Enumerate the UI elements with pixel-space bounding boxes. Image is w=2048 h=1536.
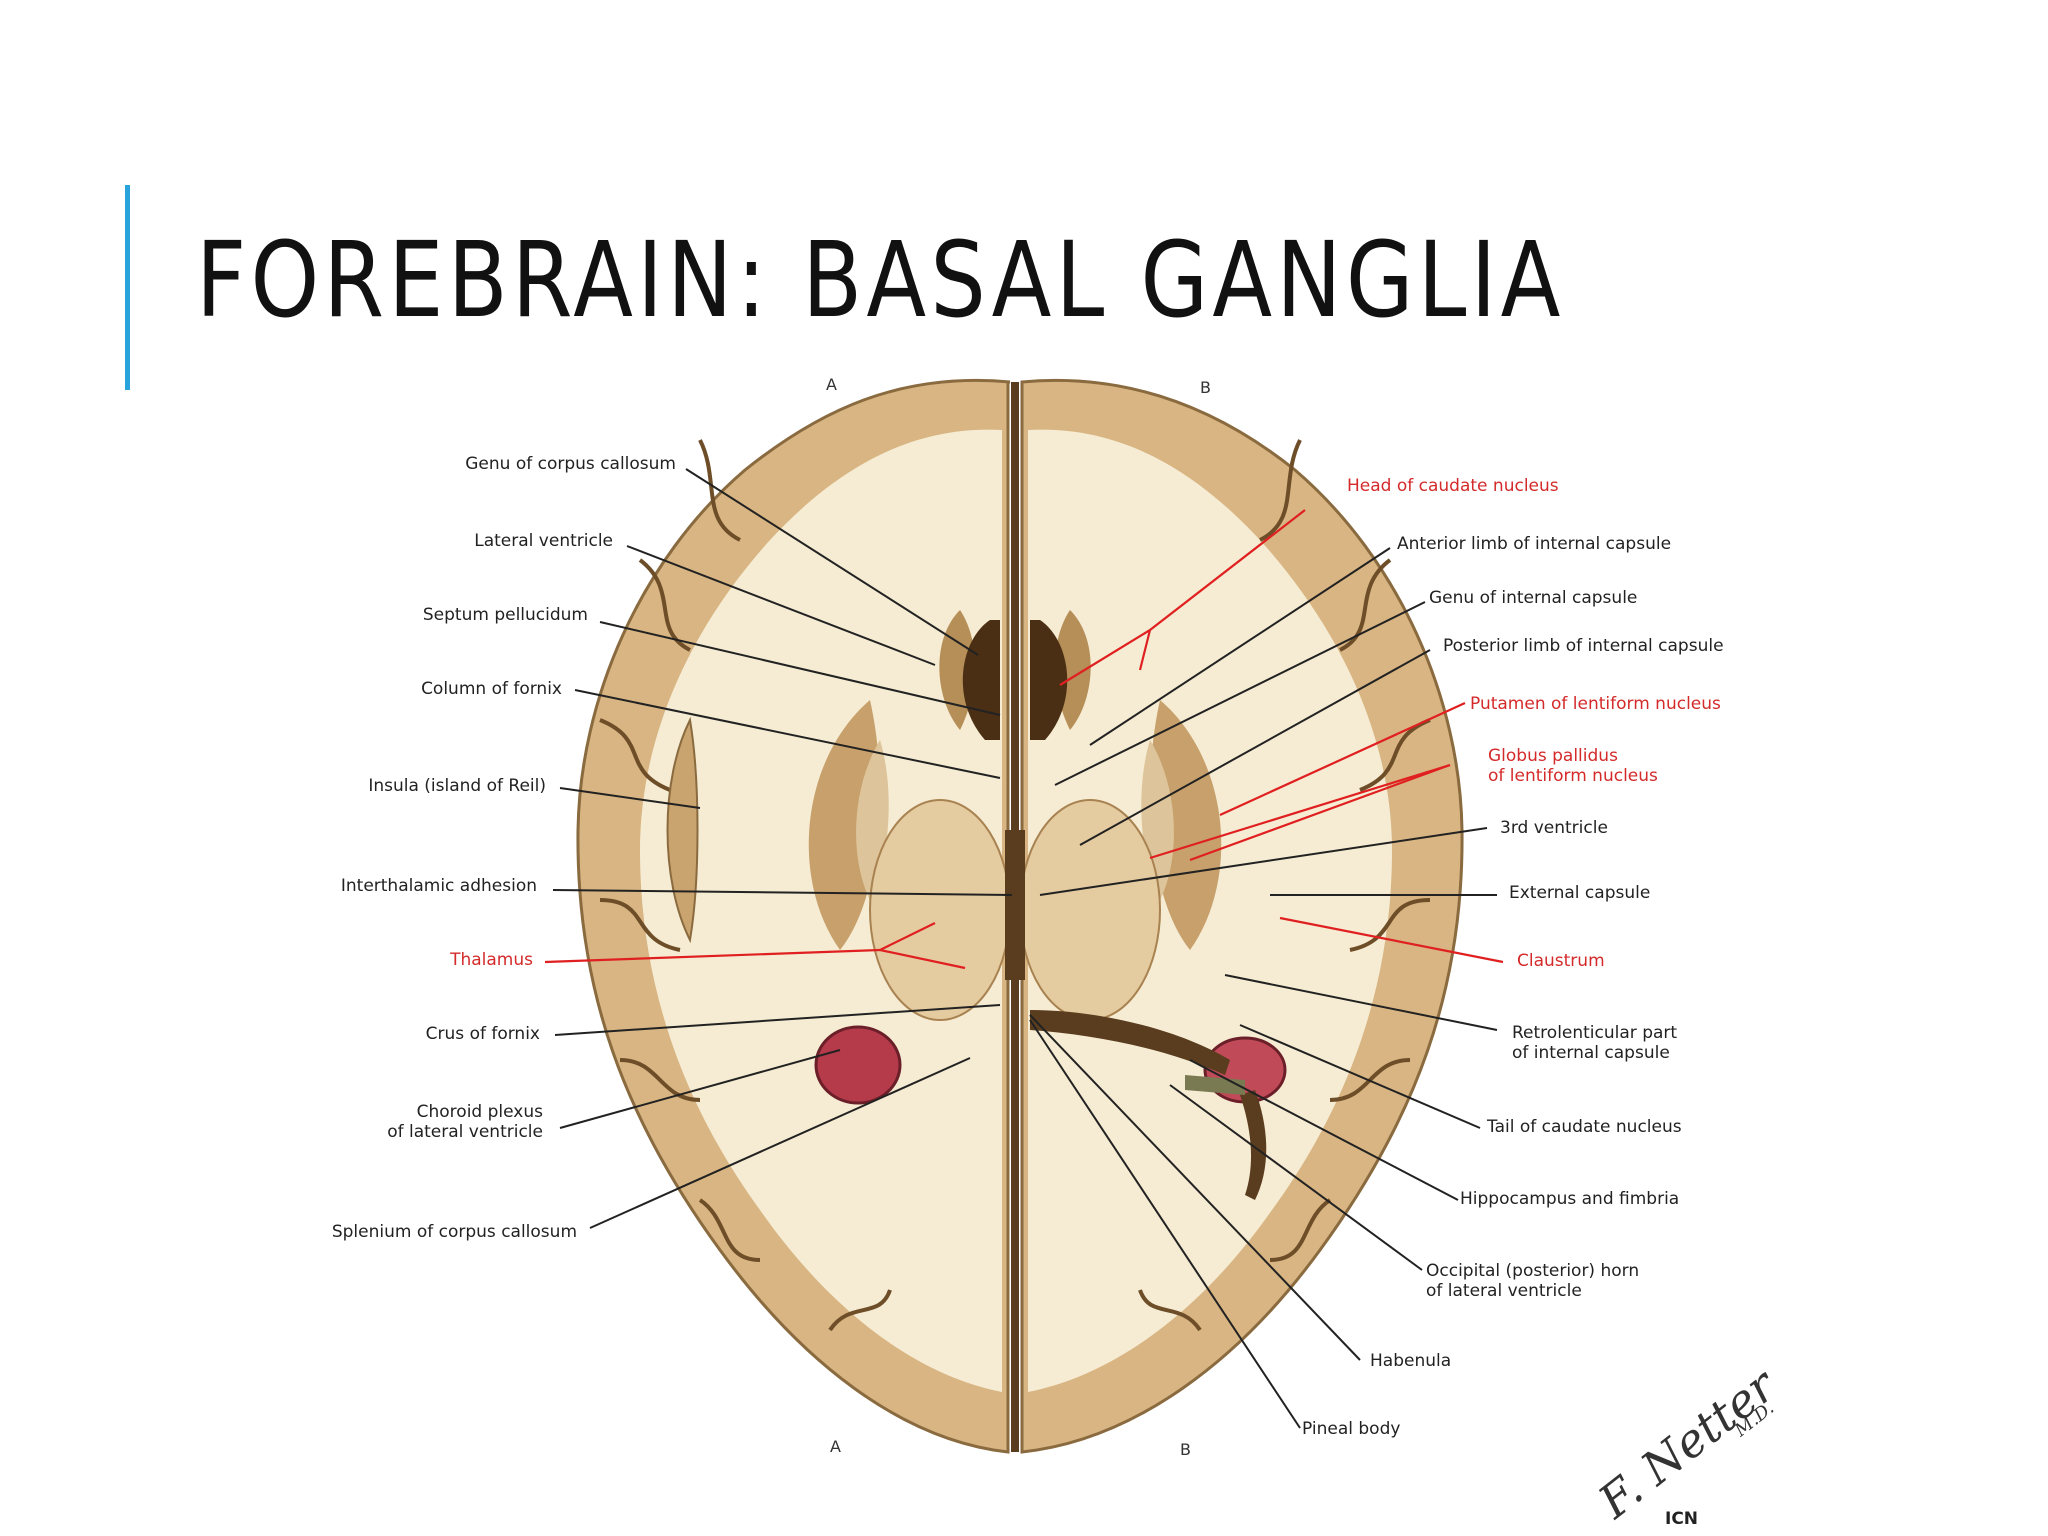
label-thalamus: Thalamus xyxy=(449,950,533,970)
artist-signature: F. Netter M.D. xyxy=(1588,1356,1788,1529)
label-retrolenticular-line2: of internal capsule xyxy=(1512,1043,1670,1063)
label-pineal-body: Pineal body xyxy=(1302,1419,1400,1439)
title-accent-bar xyxy=(125,185,130,390)
section-marker-top-right: B xyxy=(1200,378,1211,397)
labels-left: Genu of corpus callosum Lateral ventricl… xyxy=(332,454,676,1242)
label-anterior-limb: Anterior limb of internal capsule xyxy=(1397,534,1671,554)
label-globus-pallidus-line1: Globus pallidus xyxy=(1488,746,1618,766)
section-marker-bottom-left: A xyxy=(830,1437,841,1456)
sulci xyxy=(599,439,1431,1332)
leader-lines-right xyxy=(1029,509,1504,1429)
label-habenula: Habenula xyxy=(1370,1351,1451,1371)
label-crus-of-fornix: Crus of fornix xyxy=(426,1024,540,1044)
section-marker-bottom-right: B xyxy=(1180,1440,1191,1459)
label-septum-pellucidum: Septum pellucidum xyxy=(423,605,588,625)
label-genu-internal-capsule: Genu of internal capsule xyxy=(1429,588,1637,608)
label-insula: Insula (island of Reil) xyxy=(368,776,546,796)
labels-right: Head of caudate nucleus Anterior limb of… xyxy=(1302,476,1724,1439)
label-choroid-plexus-line1: Choroid plexus xyxy=(417,1102,543,1122)
label-posterior-limb: Posterior limb of internal capsule xyxy=(1443,636,1724,656)
section-marker-top-left: A xyxy=(826,375,837,394)
label-interthalamic-adhesion: Interthalamic adhesion xyxy=(341,876,537,896)
label-globus-pallidus-line2: of lentiform nucleus xyxy=(1488,766,1658,786)
label-column-of-fornix: Column of fornix xyxy=(421,679,562,699)
label-third-ventricle: 3rd ventricle xyxy=(1500,818,1608,838)
label-head-caudate: Head of caudate nucleus xyxy=(1347,476,1559,496)
label-lateral-ventricle: Lateral ventricle xyxy=(474,531,613,551)
ventricles xyxy=(962,382,1068,1452)
insula-region xyxy=(666,716,699,944)
leader-lines-left xyxy=(544,468,1013,1229)
label-genu-corpus-callosum: Genu of corpus callosum xyxy=(465,454,676,474)
thalamus-region xyxy=(869,799,1161,1021)
label-hippocampus: Hippocampus and fimbria xyxy=(1460,1189,1679,1209)
publisher-mark: ICN xyxy=(1665,1509,1698,1529)
label-putamen: Putamen of lentiform nucleus xyxy=(1470,694,1721,714)
label-splenium: Splenium of corpus callosum xyxy=(332,1222,577,1242)
label-occipital-horn-line1: Occipital (posterior) horn xyxy=(1426,1261,1639,1281)
label-tail-caudate: Tail of caudate nucleus xyxy=(1486,1117,1682,1137)
label-retrolenticular-line1: Retrolenticular part xyxy=(1512,1023,1677,1043)
label-occipital-horn-line2: of lateral ventricle xyxy=(1426,1281,1582,1301)
label-claustrum: Claustrum xyxy=(1517,951,1605,971)
svg-text:F. Netter: F. Netter xyxy=(1588,1356,1788,1529)
label-choroid-plexus-line2: of lateral ventricle xyxy=(387,1122,543,1142)
label-external-capsule: External capsule xyxy=(1509,883,1650,903)
slide-title: FOREBRAIN: BASAL GANGLIA xyxy=(196,219,1565,341)
